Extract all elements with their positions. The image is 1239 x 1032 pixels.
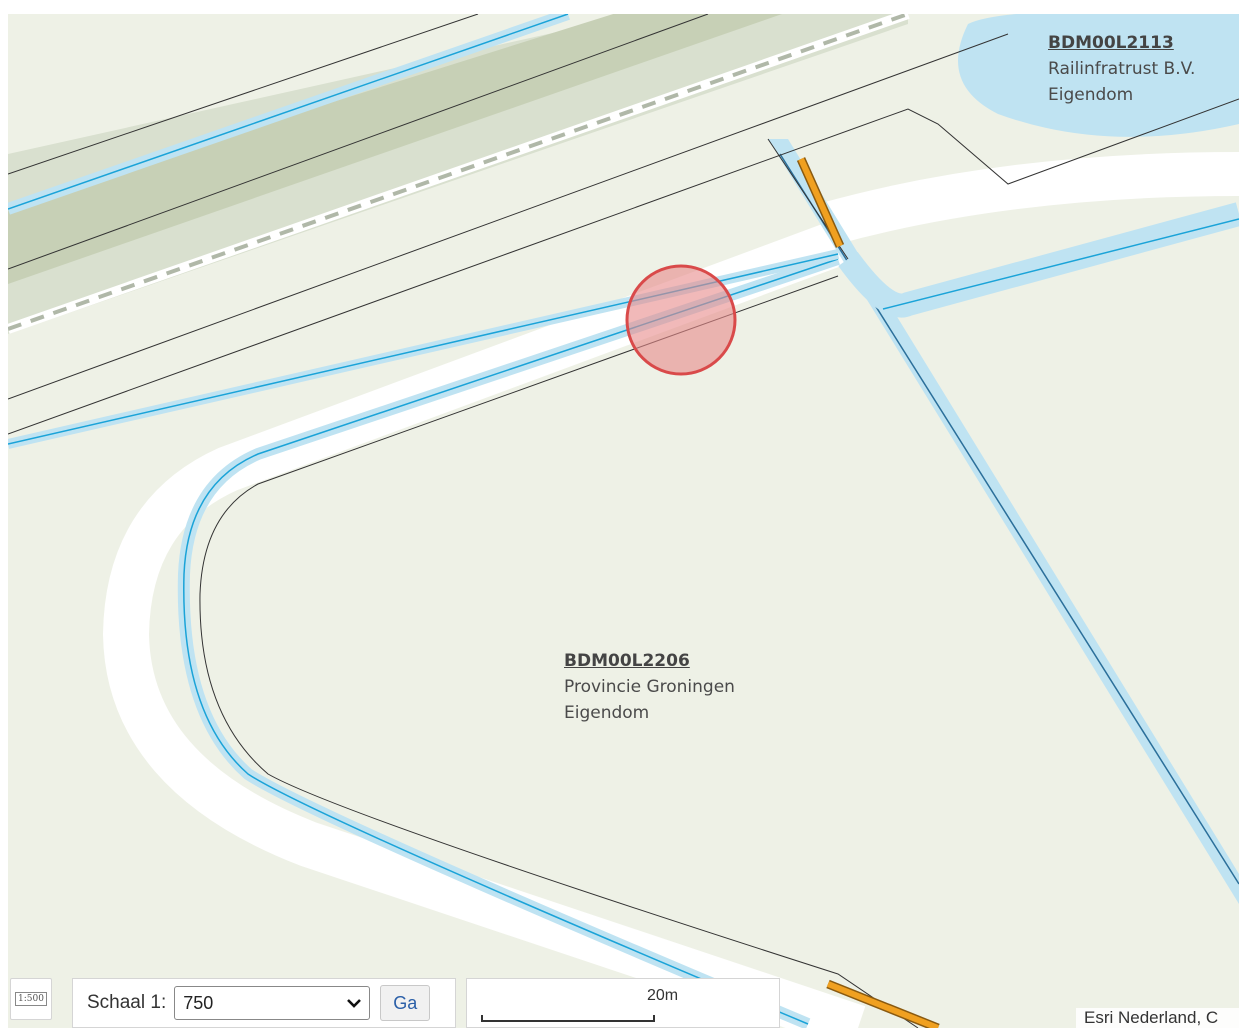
parcel-border-2: [8, 14, 709, 270]
scalebar-label: 20m: [647, 987, 679, 1004]
culvert-top: [798, 157, 843, 248]
scale-ruler-icon-text: 1:500: [15, 992, 47, 1006]
map-view[interactable]: BDM00L2113 Railinfratrust B.V. Eigendom …: [8, 14, 1239, 1028]
scale-label: Schaal 1:: [87, 992, 167, 1013]
map-attribution: Esri Nederland, C: [1076, 1008, 1239, 1032]
go-button[interactable]: Ga: [380, 985, 431, 1021]
parcel-border-4: [8, 98, 1239, 435]
parcel-label-1[interactable]: BDM00L2113 Railinfratrust B.V. Eigendom: [1048, 30, 1195, 108]
parcel-right: Eigendom: [564, 703, 650, 723]
ditch-right-line: [882, 218, 1239, 310]
ditch-diagonal: [768, 139, 1239, 904]
ditch-right: [838, 202, 1239, 318]
map-canvas[interactable]: [8, 14, 1239, 1028]
parcel-right: Eigendom: [1048, 85, 1134, 105]
chevron-down-icon: [347, 999, 362, 1008]
scalebar: 20m: [466, 978, 780, 1028]
railway-dashes: [8, 14, 909, 331]
parcel-label-2[interactable]: BDM00L2206 Provincie Groningen Eigendom: [564, 648, 735, 726]
rail-bed: [8, 14, 782, 284]
waterway-top-line: [8, 14, 569, 210]
road-right: [822, 152, 1239, 246]
parcel-owner: Provincie Groningen: [564, 677, 735, 697]
scale-select-value: 750: [183, 992, 214, 1013]
location-circle-icon[interactable]: [625, 264, 737, 376]
road-curve: [102, 217, 866, 1028]
scale-control: Schaal 1: 750 Ga: [72, 978, 456, 1028]
parcel-border-3: [8, 33, 1009, 400]
waterway-curve-line: [183, 258, 839, 1025]
scale-select[interactable]: 750: [174, 986, 371, 1020]
parcel-owner: Railinfratrust B.V.: [1048, 59, 1196, 79]
lake: [958, 14, 1239, 137]
parcel-id[interactable]: BDM00L2206: [564, 651, 690, 671]
scalebar-line: [481, 1015, 655, 1022]
parcel-border-curve: [199, 275, 919, 1028]
culvert-bottom: [826, 981, 940, 1028]
parcel-border-1: [8, 14, 479, 175]
scale-ruler-icon[interactable]: 1:500: [10, 978, 52, 1020]
parcel-id[interactable]: BDM00L2113: [1048, 33, 1174, 53]
